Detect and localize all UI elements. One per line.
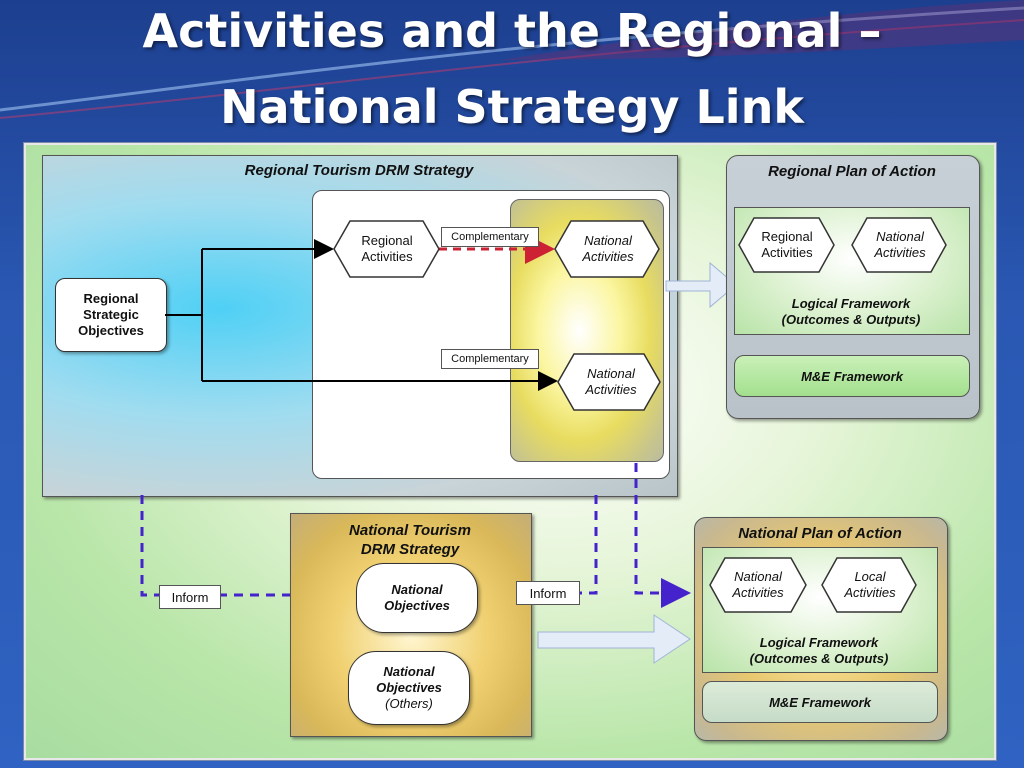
regional-strategic-objectives-node: Regional Strategic Objectives [55, 278, 167, 352]
inform-tag-right: Inform [516, 581, 580, 605]
regional-strategy-title: Regional Tourism DRM Strategy [244, 162, 474, 179]
complementary-tag-1: Complementary [441, 227, 539, 247]
background-swoosh [0, 0, 1024, 119]
npa-me-framework: M&E Framework [702, 681, 938, 723]
inform-arrow-right [478, 495, 598, 608]
npa-hex-layer [709, 557, 917, 613]
npa-logical-framework: Logical Framework (Outcomes & Outputs) [749, 635, 889, 666]
rpa-logical-framework: Logical Framework (Outcomes & Outputs) [781, 296, 921, 327]
title-line-2: National Strategy Link [220, 80, 804, 134]
objectives-line-3: Objectives [78, 323, 144, 338]
title-line-1: Activities and the Regional – [142, 4, 882, 58]
national-objectives-others-node: National Objectives (Others) [348, 651, 470, 725]
objectives-line-1: Regional [83, 291, 139, 306]
inform-tag-left: Inform [159, 585, 221, 609]
complementary-tag-2: Complementary [441, 349, 539, 369]
national-plan-title: National Plan of Action [738, 525, 902, 542]
national-strategy-title: National Tourism DRM Strategy [349, 522, 471, 558]
objectives-line-2: Strategic [83, 307, 139, 322]
national-activities-hex-2 [557, 353, 661, 411]
block-arrow-to-regional-plan [665, 261, 737, 309]
regional-activities-hex [333, 220, 440, 278]
inform-arrow-left [140, 495, 359, 610]
block-arrow-to-national-plan [537, 614, 691, 664]
diagram-canvas: Regional Tourism DRM Strategy Regional S… [24, 143, 996, 760]
national-activities-to-plan-arrow [634, 463, 691, 608]
rpa-hex-layer [738, 217, 947, 273]
national-activities-hex-1 [554, 220, 660, 278]
regional-plan-title: Regional Plan of Action [768, 163, 936, 180]
rpa-me-framework: M&E Framework [734, 355, 970, 397]
